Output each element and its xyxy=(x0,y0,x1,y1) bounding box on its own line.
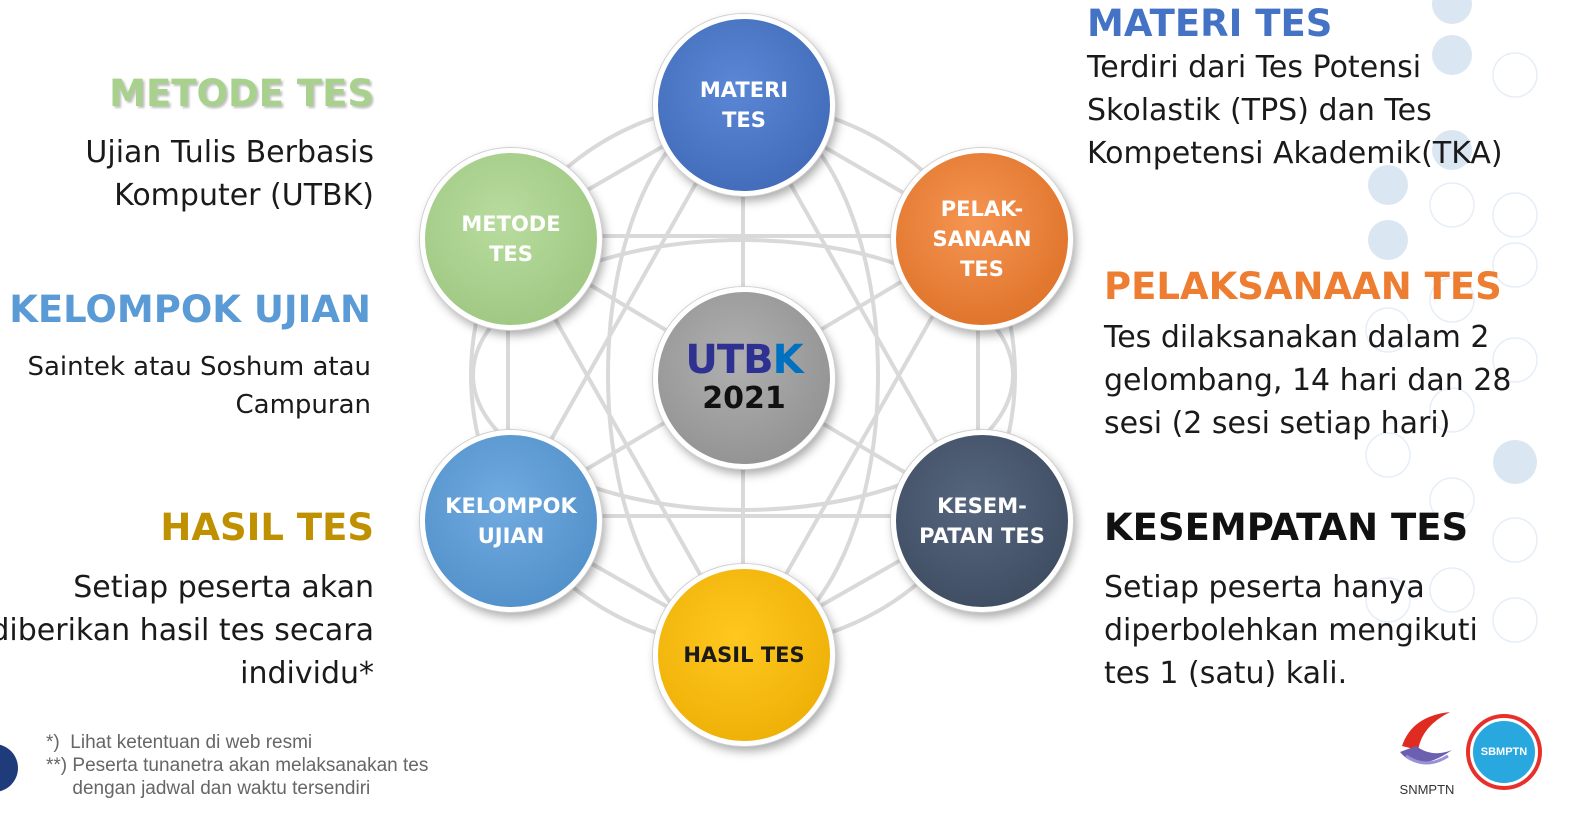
metode-line-1: Ujian Tulis Berbasis xyxy=(85,135,374,170)
node-kelompok-ujian: KELOMPOK UJIAN xyxy=(420,430,602,612)
kesempatan-line-3: tes 1 (satu) kali. xyxy=(1104,656,1348,691)
corner-decoration xyxy=(0,744,18,792)
kelompok-description: Saintek atau Soshum atau Campuran xyxy=(0,348,372,424)
materi-line-3: Kompetensi Akademik(TKA) xyxy=(1087,136,1503,171)
metode-line-2: Komputer (UTBK) xyxy=(114,178,374,213)
footnote-3: dengan jadwal dan waktu tersendiri xyxy=(46,778,371,799)
hasil-description: Setiap peserta akan diberikan hasil tes … xyxy=(0,566,374,695)
footnote-1: *) Lihat ketentuan di web resmi xyxy=(46,732,313,753)
node-pelaksanaan-label: PELAK- SANAAN TES xyxy=(932,197,1032,281)
center-node-utbk: UTBK 2021 xyxy=(653,287,835,469)
sbmptn-logo: SBMPTN xyxy=(1466,714,1542,790)
kesempatan-line-2: diperbolehkan mengikuti xyxy=(1104,613,1478,648)
snmptn-logo: SNMPTN xyxy=(1392,706,1462,806)
pelaksanaan-line-1: Tes dilaksanakan dalam 2 xyxy=(1104,320,1490,355)
pelaksanaan-heading: PELAKSANAAN TES xyxy=(1104,265,1502,308)
node-kesempatan-label: KESEM- PATAN TES xyxy=(919,494,1045,548)
hasil-line-1: Setiap peserta akan xyxy=(73,570,374,605)
kesempatan-heading: KESEMPATAN TES xyxy=(1104,506,1469,549)
pelaksanaan-line-3: sesi (2 sesi setiap hari) xyxy=(1104,406,1451,441)
metode-description: Ujian Tulis Berbasis Komputer (UTBK) xyxy=(0,131,374,217)
snmptn-label: SNMPTN xyxy=(1399,782,1455,797)
kelompok-line-1: Saintek atau Soshum atau xyxy=(27,352,372,382)
sbmptn-label: SBMPTN xyxy=(1480,746,1528,758)
footnotes: *) Lihat ketentuan di web resmi **) Pese… xyxy=(46,731,428,800)
materi-line-2: Skolastik (TPS) dan Tes xyxy=(1087,93,1432,128)
materi-heading: MATERI TES xyxy=(1087,2,1333,45)
node-pelaksanaan-tes: PELAK- SANAAN TES xyxy=(891,148,1073,330)
utbk-year: 2021 xyxy=(702,381,786,416)
materi-line-1: Terdiri dari Tes Potensi xyxy=(1087,50,1422,85)
pelaksanaan-line-2: gelombang, 14 hari dan 28 xyxy=(1104,363,1512,398)
hasil-heading: HASIL TES xyxy=(160,506,374,549)
pelaksanaan-description: Tes dilaksanakan dalam 2 gelombang, 14 h… xyxy=(1104,316,1544,445)
node-metode-tes: METODE TES xyxy=(420,148,602,330)
snmptn-emblem-icon xyxy=(1400,712,1452,765)
sbmptn-inner-circle: SBMPTN xyxy=(1470,718,1538,786)
node-kelompok-label: KELOMPOK UJIAN xyxy=(445,494,577,548)
node-materi-tes: MATERI TES xyxy=(653,14,835,196)
node-kesempatan-tes: KESEM- PATAN TES xyxy=(891,430,1073,612)
hasil-line-2: diberikan hasil tes secara xyxy=(0,613,374,648)
footnote-2: **) Peserta tunanetra akan melaksanakan … xyxy=(46,755,429,776)
background-dots xyxy=(1365,0,1538,643)
hasil-line-3: individu* xyxy=(240,656,374,691)
utbk-title: UTBK xyxy=(685,337,804,383)
node-metode-label: METODE TES xyxy=(461,212,561,266)
kesempatan-line-1: Setiap peserta hanya xyxy=(1104,570,1425,605)
utbk-title-part2: K xyxy=(772,337,804,383)
kelompok-heading: KELOMPOK UJIAN xyxy=(9,288,371,331)
materi-description: Terdiri dari Tes Potensi Skolastik (TPS)… xyxy=(1087,46,1527,175)
metode-heading: METODE TES xyxy=(109,72,374,115)
kesempatan-description: Setiap peserta hanya diperbolehkan mengi… xyxy=(1104,566,1544,695)
node-hasil-tes: HASIL TES xyxy=(653,564,835,746)
kelompok-line-2: Campuran xyxy=(235,390,372,420)
node-hasil-label: HASIL TES xyxy=(683,643,805,667)
utbk-title-part1: UTB xyxy=(685,337,773,383)
node-materi-label: MATERI TES xyxy=(699,78,789,132)
